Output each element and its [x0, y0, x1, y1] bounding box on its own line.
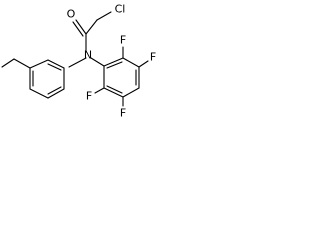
ring2-bond-5: [103, 87, 124, 98]
atom-fluorine-meta-bottom: F: [120, 107, 126, 120]
bond-ethyl-ch3: [1, 58, 15, 68]
bond-carbonyl-oxygen-b: [72, 21, 84, 37]
bond-ring-ethyl-ch2: [13, 58, 31, 69]
atom-fluorine-ortho-top: F: [120, 34, 126, 47]
atom-fluorine-meta-top: F: [150, 51, 156, 64]
ring1-bond-4: [29, 88, 49, 99]
ring1-double-1: [47, 63, 62, 71]
atom-fluorine-ortho-bottom: F: [86, 90, 92, 103]
atom-nitrogen: N: [84, 49, 92, 62]
ring1-bond-5: [47, 88, 65, 99]
bond-ch2-carbonyl: [85, 19, 98, 35]
bonds: [1, 11, 149, 107]
chemical-structure: Cl O N F F F F: [1, 3, 157, 120]
ring2-bond-1: [103, 57, 124, 67]
ring1-bond-2: [29, 59, 49, 69]
ring1-double-3: [47, 86, 62, 95]
bond-cl-ch2: [96, 11, 112, 21]
bond-c-f-meta-top: [138, 60, 149, 68]
bond-c-f-ortho-bottom: [94, 87, 105, 94]
atom-chlorine: Cl: [115, 3, 126, 16]
ring2-bond-4: [122, 87, 140, 98]
ring2-bond-2: [122, 57, 140, 68]
bond-carbonyl-oxygen-a: [75, 19, 87, 35]
bond-nitrogen-ethylphenyl: [68, 57, 87, 68]
ring1-bond-1: [47, 59, 65, 69]
atom-oxygen: O: [67, 8, 76, 21]
ring2-double-3: [106, 85, 123, 94]
bond-nitrogen-tetrafluorophenyl: [90, 57, 105, 67]
atom-labels: Cl O N F F F F: [67, 3, 157, 120]
ring2-double-1: [106, 61, 123, 69]
